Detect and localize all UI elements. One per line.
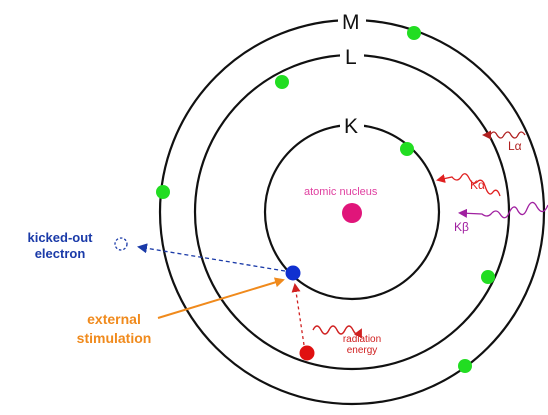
kicked-out-arrow: [137, 243, 286, 272]
kicked-out-label: kicked-out electron: [14, 230, 106, 262]
external-stimulation-line-2: stimulation: [76, 330, 152, 346]
atomic-nucleus: [342, 203, 362, 223]
k-beta-wave: [458, 201, 548, 219]
stimulation-arrow: [157, 277, 285, 319]
kicked-out-line-1: kicked-out: [27, 230, 93, 245]
electron-l-top: [275, 75, 289, 89]
radiation-energy-line-1: radiation: [342, 334, 382, 345]
k-label-gap: [340, 114, 364, 138]
vacancy-electron: [285, 265, 301, 281]
l-shell-label: L: [345, 46, 357, 69]
l-alpha-wave: [482, 130, 526, 140]
electron-k-right: [400, 142, 414, 156]
k-alpha-wave: [436, 173, 501, 197]
radiation-energy-label: radiation energy: [340, 334, 384, 356]
electron-m-bottom: [458, 359, 472, 373]
m-label-gap: [338, 10, 366, 34]
kicked-out-line-2: electron: [34, 246, 86, 261]
radiation-energy-line-2: energy: [346, 345, 378, 356]
electron-l-right: [481, 270, 495, 284]
m-shell-label: M: [342, 11, 360, 34]
filling-electron: [299, 345, 315, 361]
radiation-wave: [312, 325, 362, 339]
external-stimulation-label: external stimulation: [66, 310, 162, 348]
electron-m-top: [407, 26, 421, 40]
k-shell-label: K: [344, 115, 359, 138]
k-alpha-label: Kα: [470, 178, 485, 192]
transition-arrow: [291, 283, 305, 346]
electron-m-left: [156, 185, 170, 199]
k-beta-label: Kβ: [454, 220, 469, 234]
l-alpha-label: Lα: [508, 139, 522, 153]
l-label-gap: [340, 45, 364, 69]
external-stimulation-line-1: external: [87, 311, 141, 327]
nucleus-label: atomic nucleus: [304, 186, 378, 198]
kicked-out-electron: [114, 237, 128, 251]
